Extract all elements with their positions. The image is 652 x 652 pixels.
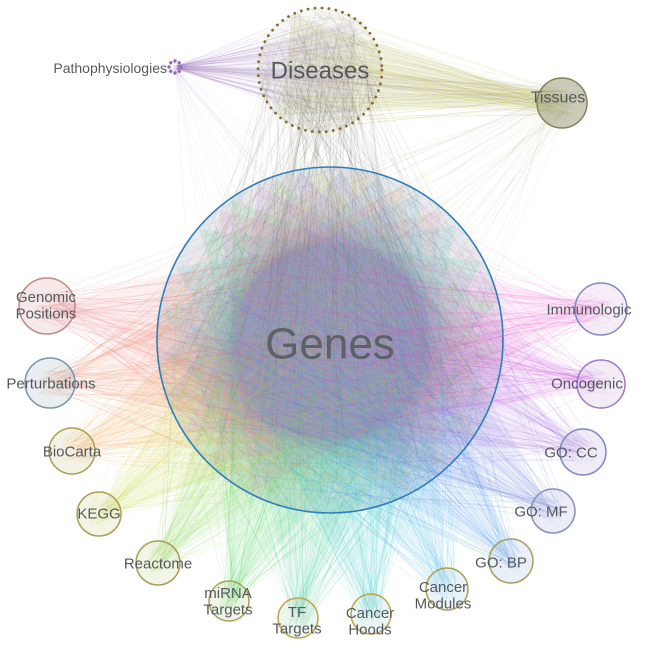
node-genes-fill bbox=[157, 167, 503, 513]
edge-bundle-mirna-targets-genes bbox=[182, 191, 493, 612]
edge-fan-pathophysiologies-diseases bbox=[175, 19, 356, 122]
edge-bundle-kegg-genes bbox=[88, 200, 495, 525]
label-biocarta: BioCarta bbox=[43, 443, 102, 460]
edge-fan-go-bp-genes bbox=[160, 176, 511, 561]
edge-bundle-pathophysiologies-tissues bbox=[173, 64, 582, 122]
edge-fan-genomic-positions-genes bbox=[47, 210, 442, 493]
node-diseases-fill bbox=[258, 8, 382, 132]
node-go-cc[interactable] bbox=[559, 428, 607, 476]
edge-bundle-go-bp-genes bbox=[165, 175, 523, 573]
node-genes[interactable] bbox=[156, 166, 504, 514]
node-immunologic[interactable] bbox=[574, 282, 628, 336]
edge-fan-go-mf-genes bbox=[168, 169, 553, 511]
edge-bundle-cancer-hoods-genes bbox=[196, 197, 487, 624]
node-cancer-hoods[interactable] bbox=[350, 593, 392, 635]
edge-fan-immunologic-genes bbox=[219, 209, 602, 492]
node-reactome[interactable] bbox=[135, 540, 181, 586]
edge-bundle-tissues-diseases bbox=[267, 10, 575, 129]
edge-bundle-go-mf-genes bbox=[167, 194, 564, 522]
edge-fan-oncogenic-genes bbox=[213, 184, 602, 465]
layer-edge-fans bbox=[47, 15, 602, 619]
edge-fan-go-cc-genes bbox=[185, 171, 583, 453]
node-oncogenic[interactable] bbox=[576, 359, 626, 409]
label-kegg: KEGG bbox=[77, 505, 120, 522]
edge-bundle-pathophysiologies-genes bbox=[173, 64, 417, 493]
edge-fan-cancer-hoods-genes bbox=[175, 224, 457, 614]
node-tf-targets[interactable] bbox=[277, 597, 319, 639]
label-diseases: Diseases bbox=[271, 57, 370, 84]
node-pathophysiologies[interactable] bbox=[167, 59, 183, 75]
edge-bundle-tf-targets-genes bbox=[165, 223, 486, 629]
edge-fan-tf-targets-genes bbox=[200, 229, 482, 619]
edge-fan-kegg-genes bbox=[99, 169, 492, 514]
edge-bundle-cancer-modules-genes bbox=[162, 178, 486, 600]
edge-bundle-perturbations-genes bbox=[37, 175, 487, 484]
node-cancer-modules[interactable] bbox=[425, 567, 469, 611]
edge-fan-perturbations-genes bbox=[50, 185, 446, 466]
node-tissues[interactable] bbox=[536, 77, 588, 129]
edge-bundle-go-cc-genes bbox=[176, 181, 594, 502]
edge-fan-biocarta-genes bbox=[72, 172, 474, 451]
node-genomic-positions[interactable] bbox=[18, 277, 76, 335]
edge-bundle-genomic-positions-genes bbox=[33, 177, 489, 493]
layer-node-fills bbox=[157, 8, 503, 513]
label-go-mf: GO: MF bbox=[514, 503, 567, 520]
node-mirna-targets[interactable] bbox=[208, 580, 250, 622]
edge-bundle-biocarta-genes bbox=[60, 177, 485, 498]
label-genes: Genes bbox=[265, 319, 395, 368]
layer-labels: Genes Diseases PathophysiologiesTissuesGen… bbox=[6, 57, 632, 638]
label-tissues: Tissues bbox=[531, 90, 586, 107]
label-immunologic: Immunologic bbox=[546, 301, 632, 318]
label-go-bp: GO: BP bbox=[475, 554, 527, 571]
label-oncogenic: Oncogenic bbox=[551, 375, 623, 392]
edge-fan-mirna-targets-genes bbox=[229, 200, 497, 601]
edge-bundle-oncogenic-genes bbox=[178, 193, 613, 490]
label-pathophysiologies: Pathophysiologies bbox=[53, 60, 167, 76]
edge-bundle-tissues-genes bbox=[178, 90, 575, 487]
label-reactome: Reactome bbox=[124, 555, 192, 572]
edge-bundle-diseases-diseases bbox=[257, 7, 383, 133]
node-kegg[interactable] bbox=[76, 491, 122, 537]
node-biocarta[interactable] bbox=[48, 427, 96, 475]
edge-bundle-genes-genes bbox=[156, 166, 504, 514]
edge-fan-tissues-diseases bbox=[279, 15, 562, 116]
node-go-bp[interactable] bbox=[488, 538, 534, 584]
label-go-cc: GO: CC bbox=[544, 444, 598, 461]
layer-nodes bbox=[18, 6, 628, 639]
edge-fan-cancer-modules-genes bbox=[161, 193, 447, 589]
layer-edge-lines bbox=[33, 7, 614, 629]
node-go-mf[interactable] bbox=[530, 488, 576, 534]
edge-bundle-diseases-genes bbox=[171, 13, 491, 500]
node-diseases[interactable] bbox=[256, 6, 384, 134]
label-perturbations: Perturbations bbox=[6, 375, 95, 392]
node-perturbations[interactable] bbox=[24, 357, 76, 409]
edge-fan-reactome-genes bbox=[158, 178, 501, 563]
edge-bundle-reactome-genes bbox=[146, 175, 497, 574]
edge-bundle-pathophysiologies-diseases bbox=[172, 14, 377, 120]
